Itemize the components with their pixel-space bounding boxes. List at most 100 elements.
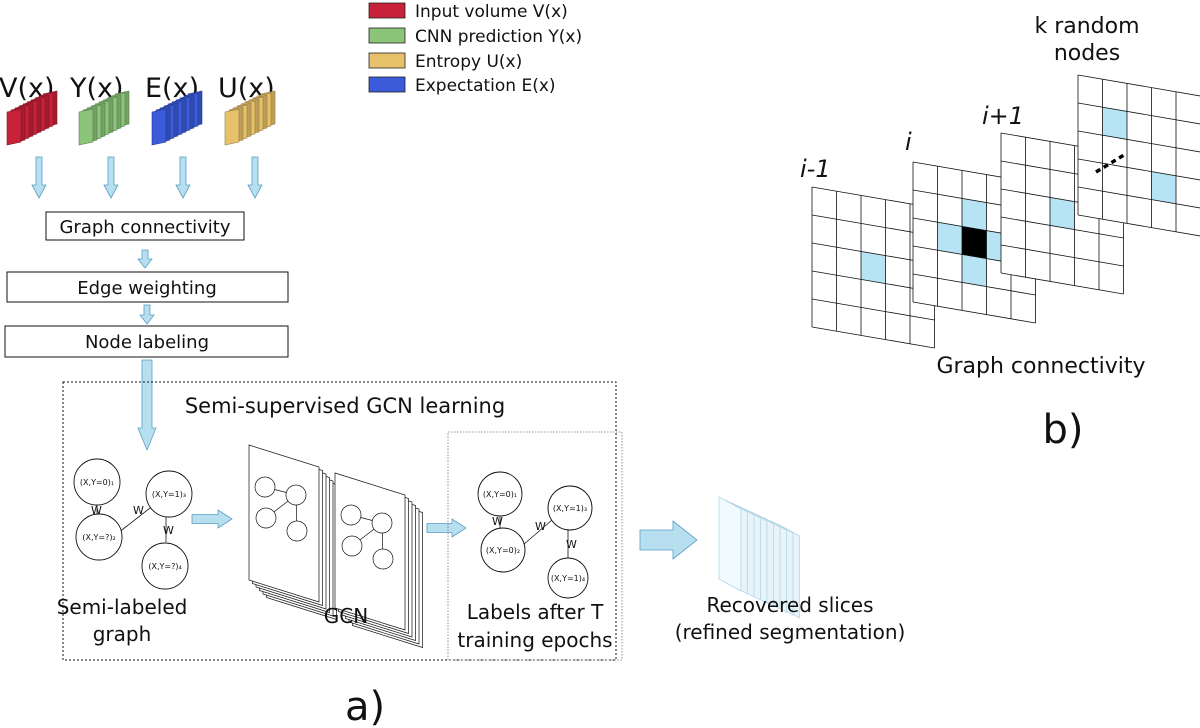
- down-arrow: [139, 304, 155, 325]
- slice-grid-bg: [1078, 75, 1200, 236]
- graph-node: [477, 471, 523, 517]
- volume-stack: [224, 90, 276, 146]
- down-arrow: [175, 156, 191, 199]
- random-nodes-label-line1: k random: [1034, 14, 1139, 39]
- random-node-connector: [1095, 153, 1125, 174]
- trained-graph-label-line2: training epochs: [457, 628, 612, 652]
- legend-swatch-expectation: [368, 76, 406, 93]
- slice-label-next: i+1: [982, 102, 1024, 130]
- panel-b-label: b): [1043, 407, 1084, 453]
- graph-node-label: (X,Y=1)₃: [152, 490, 186, 499]
- semi-labeled-graph: (X,Y=0)₁ (X,Y=1)₃ (X,Y=?)₂ (X,Y=?)₄ W W …: [57, 458, 193, 646]
- right-arrow: [639, 520, 698, 560]
- flow-arrows: [137, 249, 698, 560]
- gcn-layer: [248, 444, 337, 620]
- gcn-section-title: Semi-supervised GCN learning: [185, 394, 505, 418]
- edge-weight-label: W: [133, 504, 144, 517]
- gcn-section: Semi-supervised GCN learning: [62, 381, 623, 661]
- volume-labels: V(x) Y(x) E(x) U(x): [0, 73, 275, 104]
- neighbor-node-cell: [861, 251, 886, 284]
- grid-line: [912, 273, 1036, 296]
- graph-edge: [117, 507, 151, 534]
- panel-b-grids: [811, 74, 1200, 349]
- neighbor-node-cell: [962, 198, 987, 231]
- graph-node-label: (X,Y=1)₃: [553, 504, 587, 513]
- gcn-node: [341, 535, 363, 557]
- volume-slice: [151, 108, 167, 146]
- grid-line: [1000, 216, 1124, 239]
- semi-labeled-graph-label-line1: Semi-labeled: [57, 595, 188, 619]
- grid-line: [1077, 102, 1200, 125]
- down-arrow: [137, 249, 153, 269]
- slice-label-current: i: [905, 128, 912, 156]
- gcn-node: [254, 476, 276, 498]
- graph-node-label: (X,Y=0)₁: [483, 490, 517, 499]
- trained-graph-border: [447, 431, 623, 661]
- grid-line: [1077, 130, 1200, 153]
- legend-swatch-entropy: [368, 52, 406, 69]
- down-arrow: [103, 156, 119, 199]
- panel-b-caption: Graph connectivity: [936, 354, 1145, 379]
- grid-line: [1077, 186, 1200, 209]
- volume-stack: [6, 90, 58, 146]
- slice-grid: [811, 186, 935, 349]
- recovered-slice: [718, 496, 742, 592]
- gcn-node: [286, 520, 308, 542]
- slice-label-prev: i-1: [800, 155, 831, 183]
- trained-graph: (X,Y=0)₁ (X,Y=1)₃ (X,Y=0)₂ (X,Y=1)₄ W W …: [457, 471, 613, 652]
- neighbor-node-cell: [937, 222, 962, 255]
- volume-stacks: [6, 90, 276, 146]
- grid-line: [912, 301, 1036, 324]
- recovered-label-line2: (refined segmentation): [675, 620, 906, 644]
- gcn-section-border: [62, 381, 617, 661]
- right-arrow: [426, 518, 467, 538]
- slice-grid: [1077, 74, 1200, 237]
- edge-weight-label: W: [492, 515, 503, 528]
- down-arrow: [247, 156, 263, 199]
- grid-line: [811, 326, 935, 349]
- down-arrow: [137, 359, 157, 452]
- legend-label-cnn-prediction: CNN prediction Y(x): [415, 27, 582, 47]
- legend-label-entropy: Entropy U(x): [415, 52, 522, 72]
- recovered-label-line1: Recovered slices: [706, 593, 873, 617]
- graph-node-label: (X,Y=?)₄: [148, 562, 181, 571]
- right-arrow: [191, 509, 233, 529]
- recovered-slices: [718, 496, 800, 619]
- trained-graph-label-line1: Labels after T: [467, 600, 604, 624]
- panel-a-label: a): [345, 684, 385, 728]
- grid-line: [811, 298, 935, 321]
- legend-swatch-input-volume: [368, 2, 406, 19]
- gcn-node: [372, 548, 394, 570]
- graph-node: [75, 513, 123, 561]
- volume-stack: [78, 90, 130, 146]
- graph-node-label: (X,Y=0)₂: [486, 546, 520, 555]
- gcn-node: [285, 484, 307, 506]
- gcn-layers: [248, 444, 423, 648]
- gcn-layer: [334, 472, 423, 648]
- volume-slice: [6, 108, 22, 146]
- volume-slice: [78, 108, 94, 146]
- volume-slice: [224, 108, 240, 146]
- edge-weighting-box: [6, 271, 289, 303]
- graph-connectivity-label: Graph connectivity: [59, 217, 230, 238]
- edge-weight-label: W: [566, 538, 577, 551]
- edge-weight-label: W: [163, 524, 174, 537]
- grid-line: [1077, 214, 1200, 237]
- legend-label-input-volume: Input volume V(x): [415, 2, 568, 22]
- node-labeling-box: [4, 325, 289, 358]
- neighbor-node-cell: [1151, 171, 1176, 204]
- edge-weight-label: W: [91, 504, 102, 517]
- graph-connectivity-box: [45, 211, 245, 241]
- volume-stack: [151, 90, 203, 146]
- graph-node-label: (X,Y=0)₁: [80, 478, 114, 487]
- gcn-label: GCN: [324, 604, 368, 628]
- graph-node: [480, 527, 526, 573]
- legend-label-expectation: Expectation E(x): [415, 76, 556, 96]
- node-labeling-label: Node labeling: [85, 332, 209, 353]
- down-arrow: [31, 156, 47, 199]
- graph-node-label: (X,Y=?)₂: [82, 533, 115, 542]
- graph-node: [73, 458, 121, 506]
- legend-swatch-cnn-prediction: [368, 27, 406, 44]
- edge-weight-label: W: [535, 520, 546, 533]
